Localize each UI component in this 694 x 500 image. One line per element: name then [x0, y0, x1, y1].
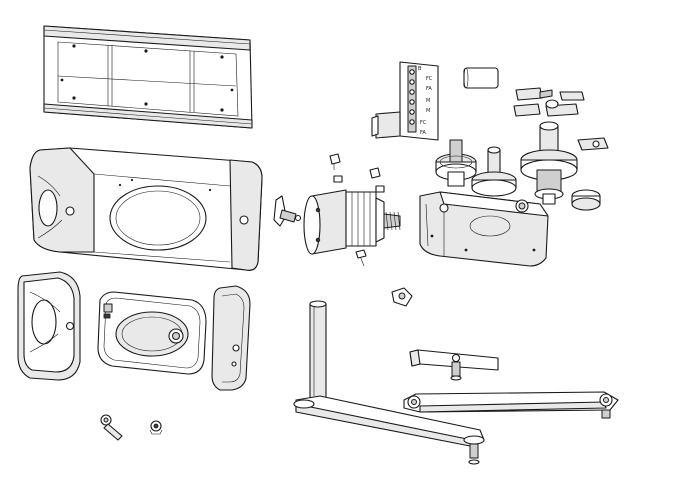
- motor-screws: [329, 153, 385, 267]
- electric-motor: [303, 189, 401, 255]
- coupling-parts: [513, 87, 585, 117]
- straight-arm-link: [403, 391, 619, 419]
- inner-cover-plate: [97, 291, 207, 375]
- gear-small: [435, 139, 477, 187]
- board-mark-5: M: [426, 108, 430, 114]
- board-mark-1: B: [418, 66, 422, 72]
- front-cover-panel: [17, 271, 81, 381]
- lock-cylinder: [149, 420, 163, 435]
- side-end-cap: [211, 285, 251, 391]
- gear-medium: [471, 146, 517, 197]
- gear-cover-clip: [577, 137, 609, 151]
- gearbox-housing: [419, 191, 549, 267]
- board-mark-7: FA: [420, 130, 426, 136]
- bushing-cylinder: [463, 67, 499, 89]
- bearing-ring: [571, 189, 601, 211]
- release-lever: [391, 287, 413, 307]
- board-mark-4: M: [426, 98, 430, 104]
- drive-arm-link: [293, 395, 485, 465]
- mounting-bracket-plate: [43, 25, 253, 129]
- arm-bracket: [409, 349, 499, 381]
- board-mark-3: FA: [426, 86, 432, 92]
- release-key: [100, 414, 123, 441]
- gear-large: [520, 121, 578, 205]
- main-housing-body: [29, 147, 263, 271]
- drive-arm-post: [309, 300, 327, 401]
- sensor-bracket: [273, 195, 302, 227]
- board-mark-2: FC: [426, 76, 433, 82]
- board-mark-6: FC: [420, 120, 427, 126]
- terminal-board: B FC FA M M FC FA: [371, 61, 439, 141]
